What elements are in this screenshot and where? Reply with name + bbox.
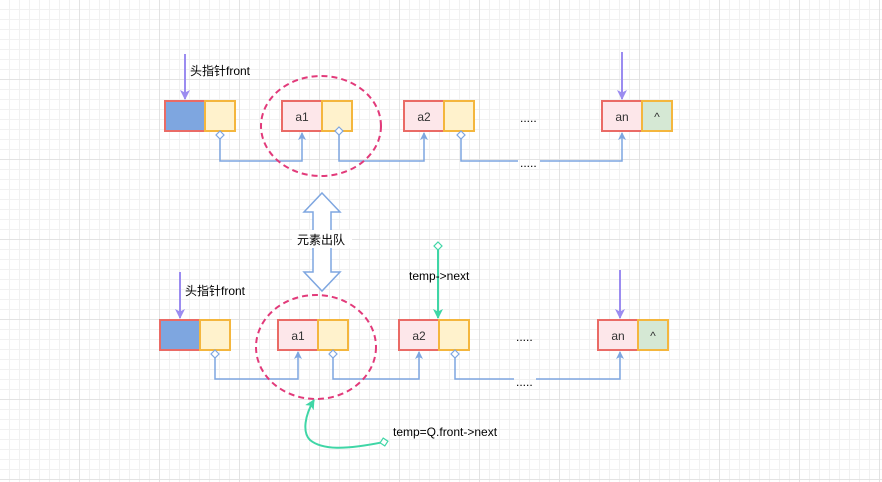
bottom-list: 头指针front a1 temp->next a2 ..... an ^ ...… bbox=[159, 241, 669, 449]
bottom-head-label: 头指针front bbox=[185, 283, 246, 298]
bottom-node-a1-next bbox=[317, 319, 349, 351]
bottom-node-an-label: an bbox=[611, 329, 624, 343]
bottom-link-head-a1 bbox=[210, 349, 302, 380]
bottom-link-a1-a2 bbox=[328, 349, 423, 380]
transition: 元素出队 bbox=[292, 191, 352, 293]
top-head-label: 头指针front bbox=[190, 63, 251, 78]
bottom-node-a2-label: a2 bbox=[412, 329, 426, 343]
top-head-node-next bbox=[204, 100, 236, 132]
top-link-head-a1 bbox=[215, 130, 306, 162]
bottom-head-node-data bbox=[159, 319, 201, 351]
top-node-an-null bbox=[641, 100, 673, 132]
bottom-head-node-next bbox=[199, 319, 231, 351]
top-node-a1-next bbox=[321, 100, 353, 132]
bottom-link-ellipsis: ..... bbox=[516, 375, 533, 389]
top-list: 头指针front a1 a2 ..... an ^ ..... bbox=[164, 52, 673, 177]
bottom-node-a2-next bbox=[438, 319, 470, 351]
top-node-a1-label: a1 bbox=[295, 110, 309, 124]
top-node-an-label: an bbox=[615, 110, 628, 124]
top-link-a1-a2 bbox=[334, 126, 428, 162]
temp-next-label: temp->next bbox=[409, 269, 470, 283]
top-null-symbol: ^ bbox=[654, 110, 660, 124]
temp-pointer-curve bbox=[304, 399, 389, 449]
bottom-dequeue-highlight-circle bbox=[255, 294, 377, 400]
transition-label-bg bbox=[292, 230, 352, 248]
bottom-ellipsis: ..... bbox=[516, 330, 533, 344]
bottom-link-a2-an bbox=[455, 352, 620, 380]
top-dequeue-highlight-circle bbox=[260, 75, 382, 177]
temp-label: temp=Q.front->next bbox=[393, 425, 498, 439]
top-ellipsis: ..... bbox=[520, 111, 537, 125]
bottom-node-a1-label: a1 bbox=[291, 329, 305, 343]
top-node-a2-next bbox=[443, 100, 475, 132]
top-head-node-data bbox=[164, 100, 206, 132]
transition-label: 元素出队 bbox=[297, 232, 345, 247]
top-link-ellipsis: ..... bbox=[520, 156, 537, 170]
top-link-a2-an bbox=[461, 133, 622, 162]
top-node-a2-label: a2 bbox=[417, 110, 431, 124]
bottom-null-symbol: ^ bbox=[650, 329, 656, 343]
bottom-node-an-null bbox=[637, 319, 669, 351]
